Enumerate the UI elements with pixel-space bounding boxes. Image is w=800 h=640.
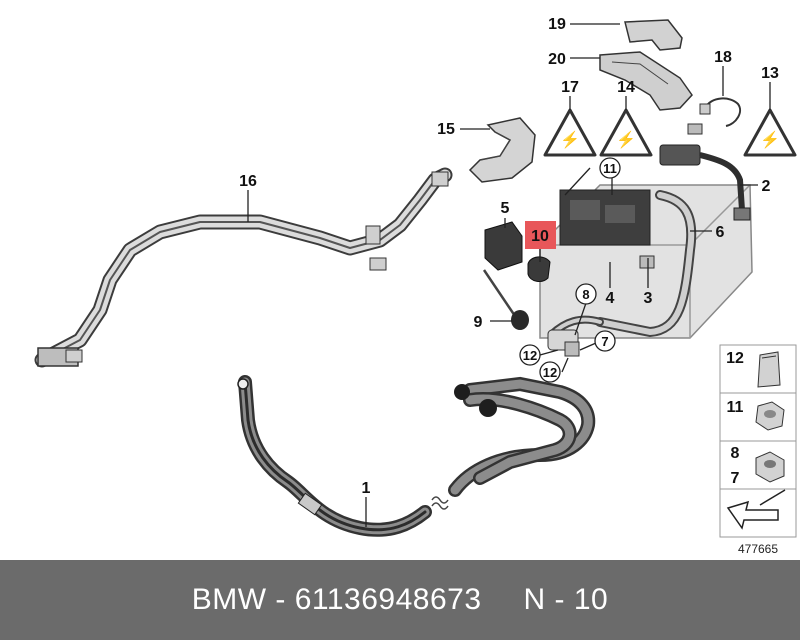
cap-part-10 (527, 256, 551, 282)
warning-triangle-13: ⚡ (743, 108, 797, 157)
battery-cable-part-1 (237, 375, 596, 537)
leader-lines (247, 23, 771, 527)
callout-4: 4 (606, 290, 615, 307)
illustration-id: 477665 (738, 542, 778, 556)
bracket-part-15 (468, 117, 536, 183)
warning-triangle-17: ⚡ (543, 108, 597, 157)
callout-12-upper: 12 (523, 348, 537, 363)
svg-text:⚡: ⚡ (560, 130, 580, 149)
callout-3: 3 (644, 290, 653, 307)
callout-12-lower: 12 (543, 365, 557, 380)
cable-duct-part-16 (34, 167, 453, 368)
callout-5: 5 (501, 200, 510, 217)
holder-part-19 (624, 19, 683, 51)
footer-position: N - 10 (523, 583, 609, 616)
callout-15: 15 (437, 121, 455, 138)
direction-arrow-icon (726, 500, 779, 530)
legend-label-11: 11 (727, 399, 744, 416)
callout-10: 10 (531, 228, 549, 245)
callout-19: 19 (548, 16, 566, 33)
callout-18: 18 (714, 49, 732, 66)
callout-17: 17 (561, 79, 579, 96)
callout-8: 8 (582, 287, 589, 302)
callout-7: 7 (601, 334, 608, 349)
legend-label-7: 7 (731, 470, 740, 487)
callout-11: 11 (603, 161, 617, 176)
callout-10-highlight (525, 221, 556, 249)
callout-16: 16 (239, 173, 257, 190)
sensor-lead-part-18 (687, 97, 742, 135)
parts-diagram: ⚡ ⚡ ⚡ 19 20 17 14 18 (34, 16, 797, 556)
callout-20: 20 (548, 51, 566, 68)
callout-14: 14 (617, 79, 635, 96)
terminal-cable-lower (547, 329, 580, 357)
parts-legend: 12 11 8 7 477665 (719, 344, 797, 556)
callout-13: 13 (761, 65, 779, 82)
grommet-part-9 (482, 269, 529, 330)
bracket-part-20 (599, 51, 693, 111)
callout-6: 6 (716, 224, 725, 241)
cable-part-2 (659, 144, 751, 221)
legend-label-8: 8 (731, 445, 740, 462)
callout-1: 1 (362, 480, 371, 497)
footer-part-number: BMW - 61136948673 (191, 583, 482, 616)
callouts: 19 20 17 14 18 13 15 16 2 6 5 10 9 4 3 1… (239, 16, 779, 497)
legend-label-12: 12 (726, 350, 744, 367)
warning-triangle-14: ⚡ (599, 108, 653, 157)
svg-text:⚡: ⚡ (616, 130, 636, 149)
footer-bar: BMW - 61136948673 N - 10 (0, 560, 800, 640)
callout-2: 2 (762, 178, 771, 195)
cover-part-5 (484, 221, 523, 271)
svg-text:⚡: ⚡ (760, 130, 780, 149)
callout-9: 9 (474, 314, 483, 331)
